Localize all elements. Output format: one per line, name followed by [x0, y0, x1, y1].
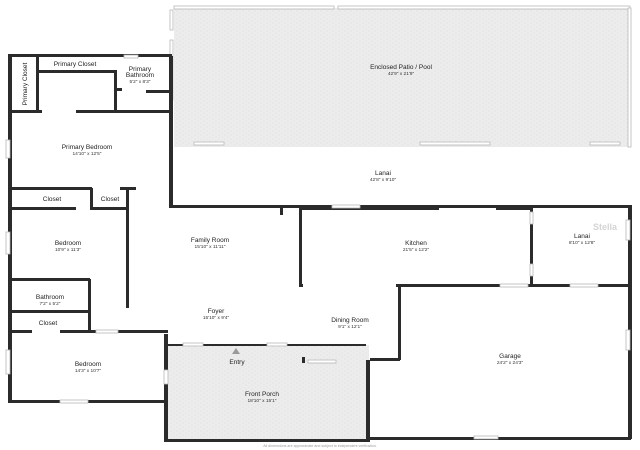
label-closet-b: Closet: [101, 196, 120, 203]
dim-front-porch: 18'10" x 15'1": [248, 398, 277, 404]
dim-bedroom-1: 10'9" x 11'3": [55, 247, 81, 253]
label-bathroom: Bathroom: [36, 294, 64, 301]
label-garage: Garage: [499, 353, 521, 360]
dim-patio: 42'9" x 21'9": [388, 71, 415, 77]
dim-primary-bathroom: 5'2" x 8'3": [130, 79, 151, 85]
entry-arrow-icon: [232, 348, 240, 354]
dim-foyer: 15'10" x 9'4": [203, 315, 230, 321]
label-patio: Enclosed Patio / Pool: [370, 64, 432, 71]
dim-kitchen: 21'5" x 12'2": [403, 247, 430, 253]
label-closet-c: Closet: [39, 320, 58, 327]
dim-lanai-side: 8'10" x 12'8": [569, 240, 596, 246]
label-front-porch: Front Porch: [245, 391, 279, 398]
label-primary-closet-side: Primary Closet: [22, 63, 29, 106]
dim-bedroom-2: 14'3" x 10'7": [75, 368, 102, 374]
label-foyer: Foyer: [208, 308, 225, 315]
dim-bathroom: 7'2" x 5'2": [40, 301, 61, 307]
dim-lanai-top: 42'8" x 9'10": [370, 177, 397, 183]
label-primary-bedroom: Primary Bedroom: [62, 144, 113, 151]
label-bedroom-2: Bedroom: [75, 361, 101, 368]
label-primary-bathroom-line1: Primary: [129, 66, 152, 73]
dim-garage: 24'2" x 24'3": [497, 360, 524, 366]
label-lanai-top: Lanai: [375, 170, 391, 177]
label-family-room: Family Room: [191, 237, 229, 244]
label-kitchen: Kitchen: [405, 240, 427, 247]
label-lanai-side: Lanai: [574, 233, 590, 240]
label-primary-closet-top: Primary Closet: [54, 61, 97, 68]
label-closet-a: Closet: [43, 196, 62, 203]
label-entry: Entry: [229, 359, 245, 366]
footer-disclaimer: All dimensions are approximate and subje…: [263, 444, 376, 448]
watermark: Stella: [593, 222, 618, 232]
dim-primary-bedroom: 14'10" x 12'5": [73, 151, 102, 157]
label-bedroom-1: Bedroom: [55, 240, 81, 247]
dim-dining-room: 9'1" x 12'1": [338, 324, 362, 330]
label-primary-bathroom-line2: Bathroom: [126, 72, 154, 79]
windows: [5, 54, 631, 440]
dim-family-room: 15'10" x 11'11": [195, 244, 226, 250]
label-dining-room: Dining Room: [331, 317, 369, 324]
patio-floor: [174, 8, 630, 147]
